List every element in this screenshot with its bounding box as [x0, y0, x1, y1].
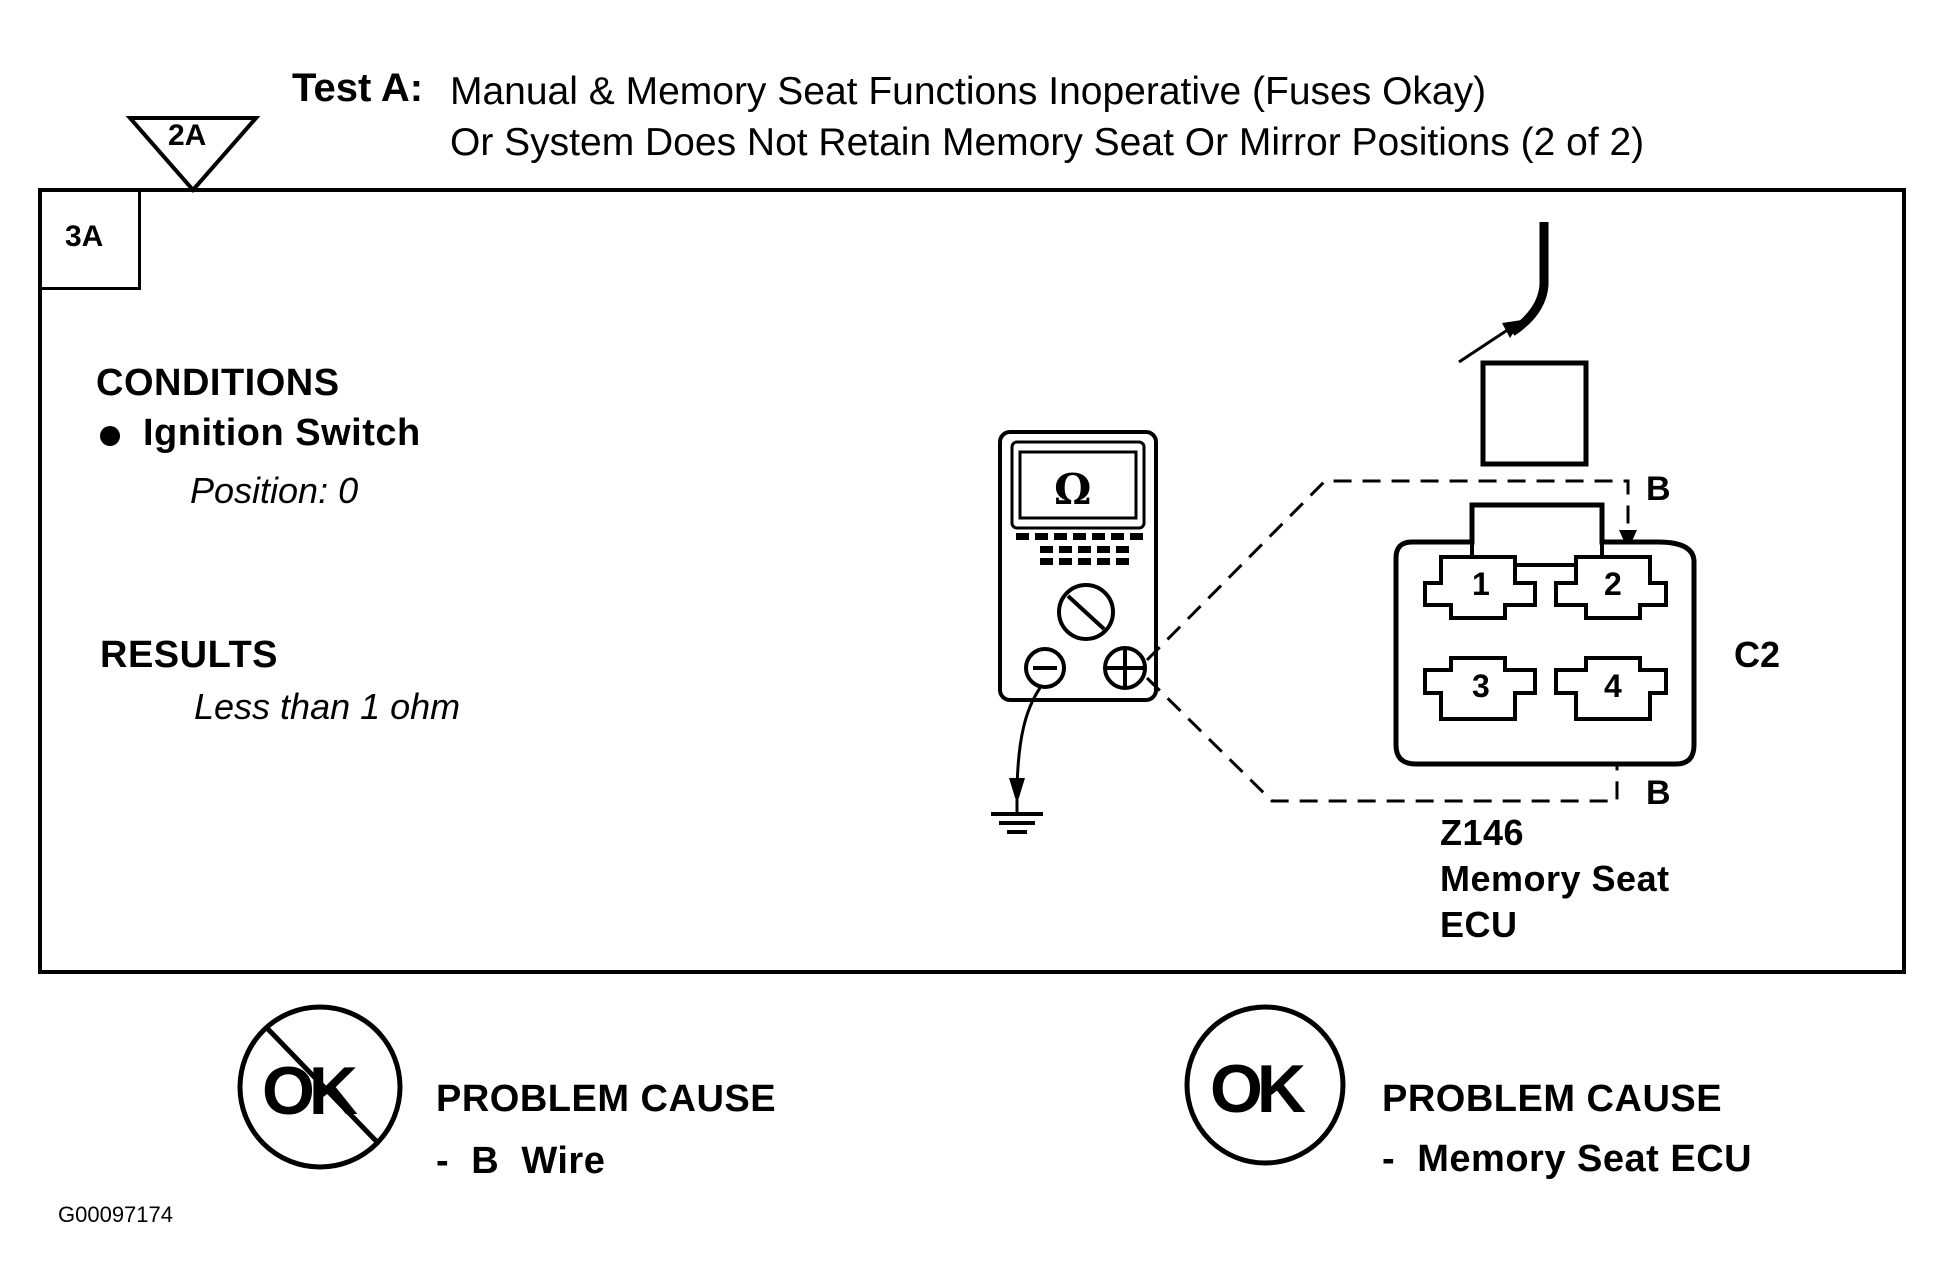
test-lead-bottom	[1145, 676, 1619, 803]
ground-lead	[1009, 687, 1042, 812]
dial-icon	[1057, 583, 1115, 641]
step-box: 3A	[41, 190, 141, 290]
conditions-item: Ignition Switch	[143, 412, 421, 454]
component-name-line2: ECU	[1440, 904, 1518, 945]
not-ok-cause-heading: PROBLEM CAUSE	[436, 1078, 777, 1120]
entry-marker-label: 2A	[168, 119, 207, 152]
connector-top-view	[1458, 222, 1589, 467]
pin-3-label: 3	[1472, 668, 1490, 704]
ground-symbol-icon	[991, 812, 1043, 834]
not-ok-badge-text: OK	[262, 1053, 358, 1129]
test-lead-top	[1145, 479, 1630, 662]
minus-jack-icon	[1024, 647, 1066, 689]
ok-cause: - Memory Seat ECU	[1382, 1138, 1753, 1180]
results-heading: RESULTS	[100, 634, 279, 676]
ok-symbol-icon	[1184, 1004, 1346, 1166]
pin-cavities	[1423, 555, 1668, 721]
test-step-frame	[38, 188, 1906, 974]
results-detail: Less than 1 ohm	[194, 686, 461, 727]
wire-color-bottom: B	[1646, 774, 1671, 812]
ok-badge-text: OK	[1210, 1051, 1306, 1127]
component-id: Z146	[1440, 812, 1525, 853]
title-line-2: Or System Does Not Retain Memory Seat Or…	[450, 121, 1645, 164]
title-line-1: Manual & Memory Seat Functions Inoperati…	[450, 70, 1487, 113]
ohm-symbol: Ω	[1054, 465, 1092, 514]
pin-4-label: 4	[1604, 668, 1622, 704]
wire-color-top: B	[1646, 470, 1671, 508]
conditions-heading: CONDITIONS	[96, 362, 340, 404]
conditions-detail: Position: 0	[190, 470, 359, 511]
connector-name: C2	[1734, 634, 1781, 675]
not-ok-symbol-icon	[237, 1004, 403, 1170]
test-label: Test A:	[292, 66, 424, 110]
keypad	[1016, 533, 1143, 565]
step-label: 3A	[65, 220, 104, 253]
pin-2-label: 2	[1604, 566, 1622, 602]
ok-cause-heading: PROBLEM CAUSE	[1382, 1078, 1723, 1120]
multimeter	[998, 430, 1158, 702]
figure-id: G00097174	[58, 1202, 173, 1227]
not-ok-cause: - B Wire	[436, 1140, 606, 1182]
plus-jack-icon	[1103, 646, 1147, 690]
component-name-line1: Memory Seat	[1440, 858, 1670, 899]
pin-1-label: 1	[1472, 566, 1490, 602]
entry-marker-triangle	[125, 116, 261, 194]
bullet-icon	[100, 426, 120, 446]
